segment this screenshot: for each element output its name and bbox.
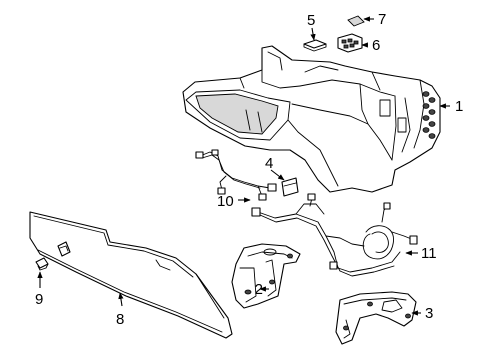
- main-harness: [251, 193, 418, 277]
- front-bracket: [231, 243, 301, 309]
- callout-6: 6: [372, 37, 380, 54]
- switch-block: [337, 33, 363, 53]
- callout-4: 4: [265, 155, 273, 172]
- callout-9: 9: [35, 291, 43, 308]
- callout-3: 3: [425, 305, 433, 322]
- leader-5: [310, 27, 316, 41]
- rear-bracket: [335, 291, 417, 345]
- console-pad: [303, 39, 327, 52]
- callout-2: 2: [255, 281, 263, 298]
- callout-labels: 1 2 3 4 5 6 7 8 9 10 11: [35, 11, 463, 328]
- small-harness: [195, 149, 277, 201]
- console-grille: [422, 91, 436, 139]
- console-housing: [182, 45, 441, 193]
- leader-4: [270, 169, 285, 181]
- callout-8: 8: [116, 311, 124, 328]
- leader-8: [118, 292, 124, 307]
- trim-tab: [347, 15, 365, 27]
- trim-clip: [35, 257, 49, 271]
- callout-10: 10: [217, 193, 234, 210]
- side-trim-panel: [29, 211, 233, 339]
- callout-5: 5: [307, 12, 315, 29]
- connector-clip: [281, 177, 299, 197]
- callout-11: 11: [421, 245, 437, 262]
- callout-1: 1: [455, 98, 463, 115]
- leader-lines: [37, 16, 450, 316]
- callout-7: 7: [378, 11, 386, 28]
